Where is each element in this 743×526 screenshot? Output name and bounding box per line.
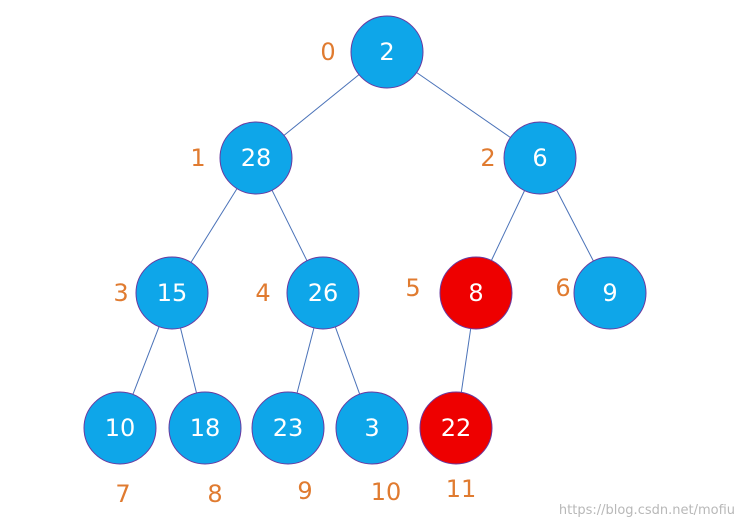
index-label-3: 3 xyxy=(113,279,128,307)
edge-5-11 xyxy=(460,328,472,393)
tree-node-11: 22 xyxy=(419,391,493,465)
index-label-0: 0 xyxy=(320,38,335,66)
edge-3-8 xyxy=(180,327,197,394)
node-circle-2 xyxy=(503,121,577,195)
node-circle-9 xyxy=(251,391,325,465)
node-circle-4 xyxy=(286,256,360,330)
index-label-10: 10 xyxy=(371,478,402,506)
node-circle-10 xyxy=(335,391,409,465)
node-value-11: 22 xyxy=(441,414,472,442)
node-value-7: 10 xyxy=(105,414,136,442)
index-label-7: 7 xyxy=(115,480,130,508)
tree-node-10: 3 xyxy=(335,391,409,465)
node-circle-6 xyxy=(573,256,647,330)
node-circle-5 xyxy=(439,256,513,330)
node-value-5: 8 xyxy=(468,279,483,307)
index-label-11: 11 xyxy=(446,475,477,503)
tree-node-0: 2 xyxy=(350,15,424,89)
tree-node-1: 28 xyxy=(219,121,293,195)
node-circle-3 xyxy=(135,256,209,330)
node-value-4: 26 xyxy=(308,279,339,307)
edge-4-10 xyxy=(334,326,361,395)
index-label-9: 9 xyxy=(297,477,312,505)
index-label-8: 8 xyxy=(207,480,222,508)
node-circle-11 xyxy=(419,391,493,465)
node-value-9: 23 xyxy=(273,414,304,442)
edge-4-9 xyxy=(296,327,315,394)
node-circle-8 xyxy=(168,391,242,465)
node-value-6: 9 xyxy=(602,279,617,307)
edge-2-6 xyxy=(556,189,594,262)
tree-node-7: 10 xyxy=(83,391,157,465)
node-circle-1 xyxy=(219,121,293,195)
index-label-6: 6 xyxy=(555,274,570,302)
index-label-4: 4 xyxy=(255,279,270,307)
edge-3-7 xyxy=(132,326,160,395)
node-circle-7 xyxy=(83,391,157,465)
node-circle-0 xyxy=(350,15,424,89)
tree-node-2: 6 xyxy=(503,121,577,195)
edge-1-4 xyxy=(271,189,308,262)
index-label-5: 5 xyxy=(405,274,420,302)
node-value-1: 28 xyxy=(241,144,272,172)
tree-node-6: 9 xyxy=(573,256,647,330)
tree-node-4: 26 xyxy=(286,256,360,330)
node-value-3: 15 xyxy=(157,279,188,307)
node-value-10: 3 xyxy=(364,414,379,442)
edge-2-5 xyxy=(490,190,526,261)
tree-node-5: 8 xyxy=(439,256,513,330)
node-value-0: 2 xyxy=(379,38,394,66)
tree-node-9: 23 xyxy=(251,391,325,465)
edge-1-3 xyxy=(190,188,238,263)
node-value-2: 6 xyxy=(532,144,547,172)
index-label-2: 2 xyxy=(480,144,495,172)
tree-edges xyxy=(132,72,594,395)
edge-0-2 xyxy=(416,72,511,138)
tree-node-3: 15 xyxy=(135,256,209,330)
watermark: https://blog.csdn.net/mofiu xyxy=(558,503,735,518)
tree-node-8: 18 xyxy=(168,391,242,465)
node-value-8: 18 xyxy=(190,414,221,442)
edge-0-1 xyxy=(283,74,360,136)
index-label-1: 1 xyxy=(190,144,205,172)
